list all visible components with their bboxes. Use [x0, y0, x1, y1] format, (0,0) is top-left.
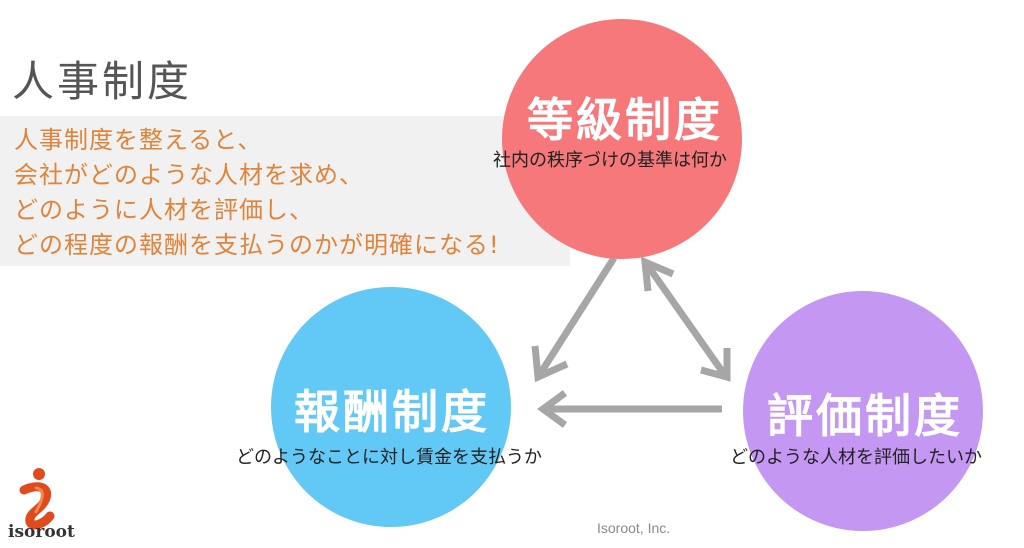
arrow-grade-to-reward: [537, 256, 617, 376]
arrow-grade-evaluation-head-top: [640, 256, 675, 292]
arrow-evaluation-to-reward-head: [537, 390, 568, 428]
evaluation-system-circle: [743, 291, 983, 531]
summary-line-3: どのように人材を評価し、: [14, 196, 314, 224]
reward-system-circle: [271, 287, 511, 527]
page-title: 人事制度: [12, 57, 193, 106]
grade-system-subtitle: 社内の秩序づけの基準は何か: [493, 150, 727, 171]
summary-line-4: どの程度の報酬を支払うのかが明確になる!: [14, 231, 500, 259]
arrow-grade-to-reward-head: [531, 345, 569, 383]
evaluation-system-subtitle: どのような人材を評価したいか: [730, 447, 982, 468]
isoroot-logo-icon: [19, 468, 55, 530]
copyright-footer: Isoroot, Inc.: [597, 520, 671, 536]
logo-text: isoroot: [8, 522, 75, 542]
summary-box: [0, 116, 570, 266]
reward-system-title: 報酬制度: [294, 385, 490, 439]
summary-line-1: 人事制度を整えると、: [14, 126, 263, 154]
arrow-grade-evaluation: [645, 263, 727, 377]
evaluation-system-title: 評価制度: [767, 389, 963, 443]
reward-system-subtitle: どのようなことに対し賃金を支払うか: [236, 447, 542, 468]
grade-system-title: 等級制度: [527, 93, 723, 147]
arrow-grade-evaluation-head-bottom: [700, 348, 731, 382]
grade-system-circle: [502, 19, 742, 259]
summary-line-2: 会社がどのような人材を求め、: [14, 161, 364, 189]
